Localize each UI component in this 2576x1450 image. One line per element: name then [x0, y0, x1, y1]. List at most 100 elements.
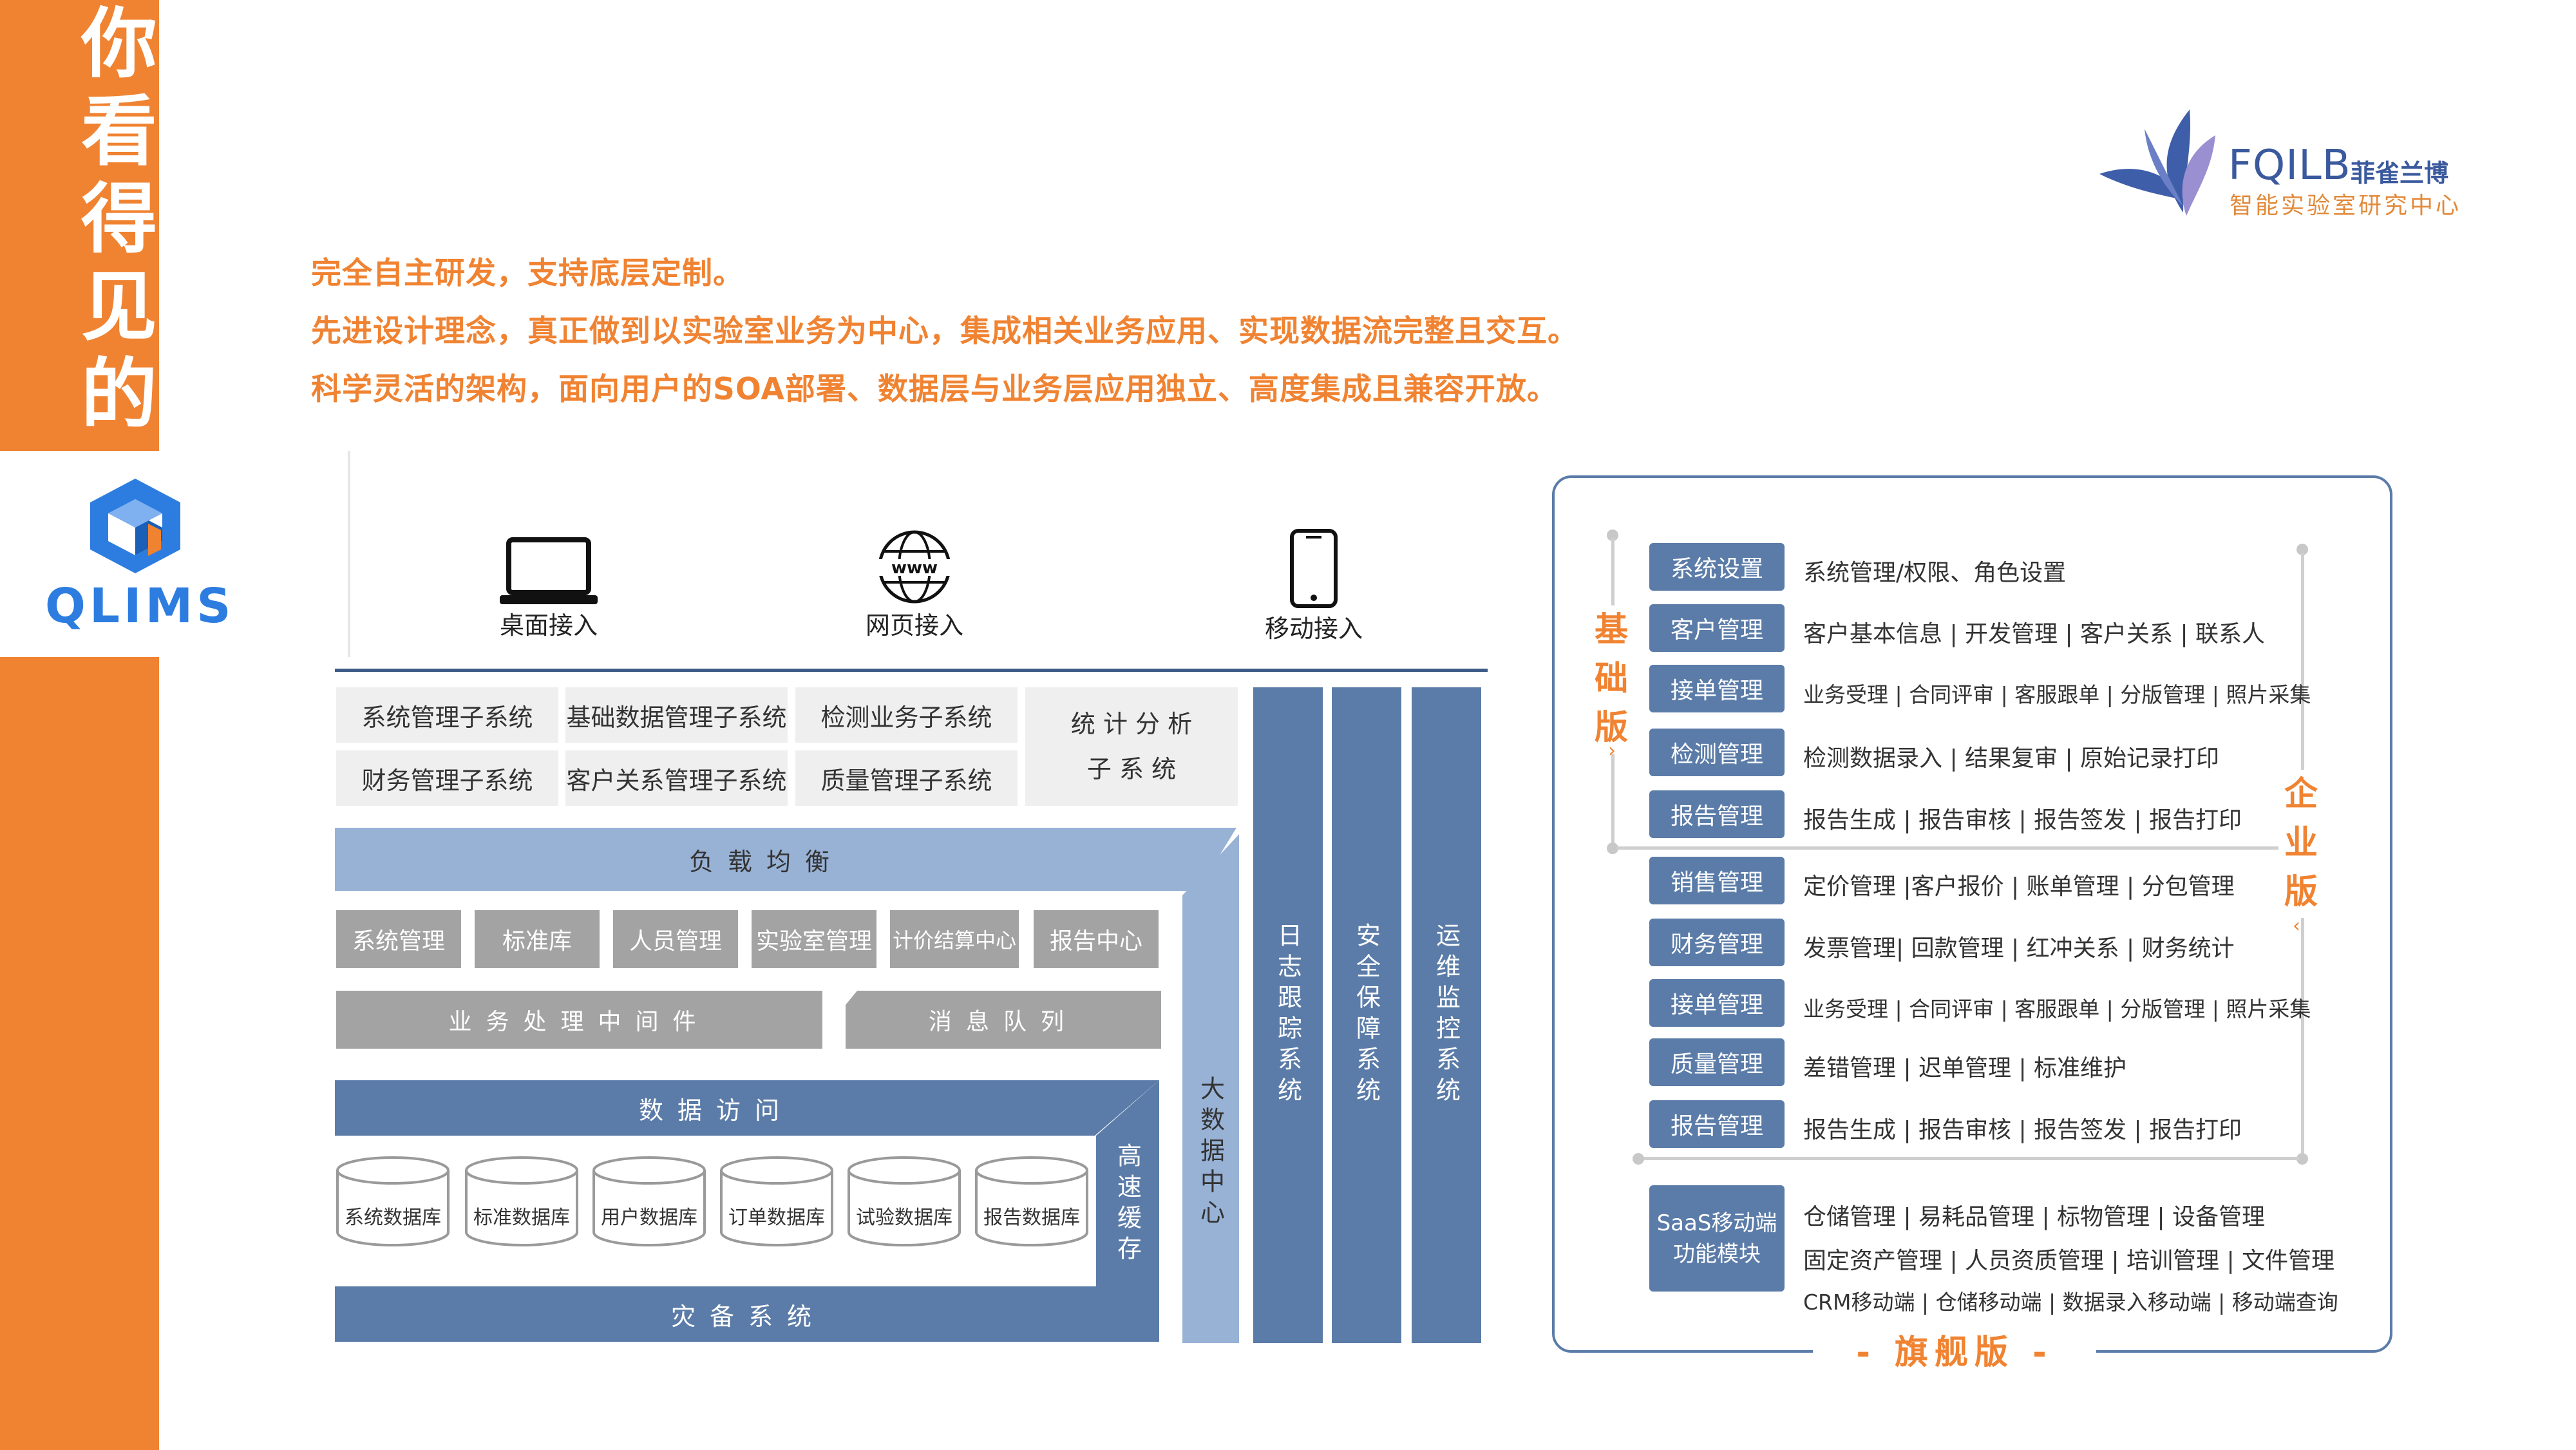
module-lab[interactable]: 实验室管理 [752, 910, 876, 968]
bird-logo-icon [2099, 110, 2215, 216]
architecture-bands [335, 828, 1243, 1342]
btn-customer[interactable]: 客户管理 [1649, 604, 1785, 652]
product-name: QLIMS [45, 578, 235, 634]
module-system[interactable]: 系统管理 [336, 910, 461, 968]
connector-line [1642, 1157, 2299, 1160]
left-rail-top [0, 0, 159, 451]
qlims-cube-logo-icon [84, 473, 187, 577]
message-queue-shape [846, 991, 1161, 1049]
access-web-label: 网页接入 [865, 611, 963, 640]
left-rail-bottom [0, 657, 159, 1450]
connector-dot [1633, 1153, 1644, 1165]
data-access-label: 数据访问 [638, 1096, 793, 1125]
brand-subtitle: 智能实验室研究中心 [2230, 193, 2462, 219]
subsystem-finance[interactable]: 财务管理子系统 [336, 750, 558, 806]
chevron-left-icon: ‹ [2293, 915, 2300, 937]
desc-report-enterprise: 报告生成 | 报告审核 | 报告签发 | 报告打印 [1803, 1117, 2242, 1143]
chevron-right-icon: › [1608, 739, 1616, 762]
web-globe-icon: www [863, 528, 966, 606]
bigdata-label: 大数据中心 [1196, 1076, 1225, 1230]
btn-sales[interactable]: 销售管理 [1649, 857, 1785, 904]
access-baseline [335, 669, 1488, 672]
connector-dot [2297, 544, 2308, 555]
database-system: 系统数据库 [345, 1207, 441, 1229]
enterprise-edition-label: 企业版 [2278, 770, 2324, 918]
vertical-ops-monitor[interactable]: 运维监控系统 [1412, 687, 1481, 1343]
message-queue[interactable]: 消息队列 [928, 1009, 1078, 1035]
slogan-char: 你 [80, 0, 157, 88]
slogan-char: 看 [80, 87, 157, 176]
btn-report-basic[interactable]: 报告管理 [1649, 790, 1785, 838]
middleware[interactable]: 业务处理中间件 [336, 991, 822, 1049]
brand-logo [2087, 103, 2473, 232]
desc-report-basic: 报告生成 | 报告审核 | 报告签发 | 报告打印 [1803, 807, 2242, 834]
subsystem-testing[interactable]: 检测业务子系统 [795, 687, 1018, 743]
intro-line-3: 科学灵活的架构，面向用户的SOA部署、数据层与业务层应用独立、高度集成且兼容开放… [311, 372, 1558, 407]
subsystem-quality[interactable]: 质量管理子系统 [795, 750, 1018, 806]
database-trial: 试验数据库 [856, 1207, 952, 1229]
btn-system-settings[interactable]: 系统设置 [1649, 543, 1785, 591]
connector-dot [2297, 1153, 2308, 1165]
disaster-band [335, 1286, 1159, 1342]
desc-customer: 客户基本信息 | 开发管理 | 客户关系 | 联系人 [1803, 621, 2266, 647]
desc-order-enterprise: 业务受理 | 合同评审 | 客服跟单 | 分版管理 | 照片采集 [1803, 997, 2311, 1022]
subsystem-basedata[interactable]: 基础数据管理子系统 [565, 687, 788, 743]
slogan-char: 见 [80, 262, 157, 351]
desc-testing: 检测数据录入 | 结果复审 | 原始记录打印 [1803, 745, 2220, 772]
intro-line-1: 完全自主研发，支持底层定制。 [311, 256, 744, 291]
stat-line-2: 子 系 统 [1086, 755, 1177, 783]
subsystem-system[interactable]: 系统管理子系统 [336, 687, 558, 743]
connector-dot [1607, 843, 1618, 854]
module-personnel[interactable]: 人员管理 [613, 910, 738, 968]
btn-order-basic[interactable]: 接单管理 [1649, 665, 1785, 712]
saas-line-2: 功能模块 [1673, 1241, 1761, 1267]
btn-saas-mobile[interactable]: SaaS移动端 功能模块 [1649, 1185, 1785, 1292]
intro-line-2: 先进设计理念，真正做到以实验室业务为中心，集成相关业务应用、实现数据流完整且交互… [311, 314, 1578, 349]
brand-name: 菲雀兰博 [2351, 159, 2449, 187]
database-order: 订单数据库 [728, 1207, 825, 1229]
load-balance-label: 负载均衡 [688, 847, 844, 876]
vertical-log-tracking[interactable]: 日志跟踪系统 [1253, 687, 1323, 1343]
stat-line-1: 统 计 分 析 [1070, 710, 1193, 738]
cache-label: 高速缓存 [1113, 1143, 1142, 1266]
load-balance-band [335, 828, 1236, 891]
btn-quality[interactable]: 质量管理 [1649, 1038, 1785, 1086]
www-text: www [891, 558, 938, 578]
flagship-label: - 旗舰版 - [1813, 1333, 2096, 1372]
brand-code: FQILB [2228, 142, 2351, 189]
access-desktop-label: 桌面接入 [499, 611, 598, 640]
subsystem-statistics[interactable]: 统 计 分 析 子 系 统 [1025, 687, 1238, 806]
slogan-char: 得 [80, 175, 157, 263]
saas-line-1: SaaS移动端 [1656, 1210, 1777, 1236]
access-mobile-label: 移动接入 [1264, 615, 1363, 643]
desc-sales: 定价管理 |客户报价 | 账单管理 | 分包管理 [1803, 873, 2235, 900]
data-access-band [335, 1080, 1159, 1136]
desc-system-settings: 系统管理/权限、角色设置 [1803, 560, 2067, 586]
module-billing[interactable]: 计价结算中心 [890, 910, 1019, 968]
disaster-label: 灾备系统 [670, 1302, 826, 1331]
module-standard[interactable]: 标准库 [475, 910, 600, 968]
btn-order-enterprise[interactable]: 接单管理 [1649, 979, 1785, 1027]
cache-band [1096, 1080, 1159, 1286]
module-report[interactable]: 报告中心 [1034, 910, 1159, 968]
connector-dot [1607, 529, 1618, 541]
mobile-phone-icon [1262, 528, 1365, 608]
saas-desc-1: 仓储管理 | 易耗品管理 | 标物管理 | 设备管理 [1803, 1204, 2266, 1230]
desc-quality: 差错管理 | 迟单管理 | 标准维护 [1803, 1055, 2127, 1082]
saas-desc-2: 固定资产管理 | 人员资质管理 | 培训管理 | 文件管理 [1803, 1248, 2335, 1274]
bigdata-band [1182, 834, 1239, 1343]
btn-report-enterprise[interactable]: 报告管理 [1649, 1100, 1785, 1148]
slogan-vertical: 你 看 得 见 的 [77, 0, 161, 444]
vertical-security[interactable]: 安全保障系统 [1332, 687, 1401, 1343]
database-standard: 标准数据库 [473, 1207, 570, 1229]
database-cylinders [336, 1156, 1088, 1246]
database-user: 用户数据库 [601, 1207, 697, 1229]
subsystem-crm[interactable]: 客户关系管理子系统 [565, 750, 788, 806]
desc-finance: 发票管理| 回款管理 | 红冲关系 | 财务统计 [1803, 935, 2235, 962]
btn-finance[interactable]: 财务管理 [1649, 919, 1785, 966]
basic-edition-label: 基础版 [1589, 606, 1634, 754]
database-report: 报告数据库 [983, 1207, 1080, 1229]
btn-testing[interactable]: 检测管理 [1649, 729, 1785, 776]
saas-desc-3: CRM移动端 | 仓储移动端 | 数据录入移动端 | 移动端查询 [1803, 1290, 2338, 1315]
connector-line [1616, 846, 2293, 850]
